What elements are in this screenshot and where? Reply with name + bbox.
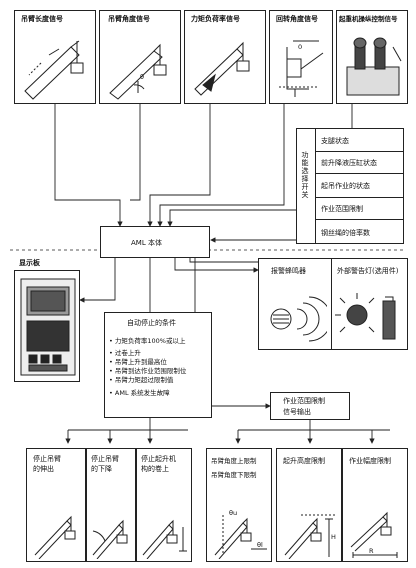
output-stop-extend-line2: 的伸出 xyxy=(33,465,54,473)
output-stop-hoist-line2: 构的卷上 xyxy=(141,465,169,473)
output-angle-limit-line1: 吊臂角度上限制 xyxy=(211,457,257,465)
aml-label: AML 本体 xyxy=(131,239,162,247)
output-stop-extend: 停止吊臂 的伸出 xyxy=(26,448,86,562)
height-h-mark: H xyxy=(331,533,336,541)
input-rope-falls: 钢丝绳的倍率数 xyxy=(321,229,370,237)
output-height-limit: 起升高度限制 H xyxy=(276,448,342,562)
radius-r-mark: R xyxy=(369,547,374,555)
auto-stop-item-3: • 吊臂上升到最高位 xyxy=(109,358,167,366)
control-levers-icon xyxy=(346,37,402,96)
sensor-moment-load-label: 力矩负荷率信号 xyxy=(191,15,240,23)
input-front-cylinder: 前升降液压缸状态 xyxy=(321,159,377,167)
boom-length-icon xyxy=(24,40,84,100)
auto-stop-item-4: • 吊臂到达作业范围限制位 xyxy=(109,367,187,375)
auto-stop-panel: 自动停止的条件 • 力矩负荷率100%或以上 • 过卷上升 • 吊臂上升到最高位… xyxy=(104,312,212,418)
display-device-icon xyxy=(20,278,76,376)
sensor-boom-angle: 吊臂角度信号 θ xyxy=(99,10,181,104)
buzzer-label: 报警蜂鸣器 xyxy=(271,267,306,275)
output-stop-hoist-line1: 停止起升机 xyxy=(141,455,176,463)
alarm-panel: 报警蜂鸣器 外部警告灯(选用件) xyxy=(258,258,408,350)
sensor-boom-angle-label: 吊臂角度信号 xyxy=(108,15,150,23)
sensor-slew-angle-label: 回转角度信号 xyxy=(276,15,318,23)
display-panel: 显示板 xyxy=(14,259,80,382)
work-range-output: 作业范围限制 信号输出 xyxy=(270,392,350,420)
output-stop-lower: 停止吊臂 的下降 xyxy=(86,448,136,562)
input-work-range: 作业范围限制 xyxy=(321,205,363,213)
auto-stop-item-2: • 过卷上升 xyxy=(109,349,141,357)
sensor-crane-control-label: 起重机操纵控制信号 xyxy=(339,15,398,23)
buzzer-icon xyxy=(270,296,327,342)
theta-upper-mark: θu xyxy=(229,509,238,517)
output-radius-limit: 作业幅度限制 R xyxy=(342,448,408,562)
auto-stop-item-5: • 吊臂力矩超过限制值 xyxy=(109,376,174,384)
sensor-boom-length-label: 吊臂长度信号 xyxy=(21,15,63,23)
slew-zero-mark: 0 xyxy=(298,43,303,51)
angle-limit-icon xyxy=(214,515,267,559)
moment-load-icon xyxy=(194,41,250,96)
input-lift-state: 起吊作业的状态 xyxy=(321,182,370,190)
sensor-crane-control: 起重机操纵控制信号 xyxy=(336,10,408,104)
auto-stop-title: 自动停止的条件 xyxy=(127,319,176,327)
sensor-moment-load: 力矩负荷率信号 xyxy=(184,10,266,104)
output-angle-limit-line2: 吊臂角度下限制 xyxy=(211,471,257,479)
height-limit-icon xyxy=(284,514,337,559)
inputs-panel-title: 功能选择开关 xyxy=(301,151,309,199)
radius-limit-icon xyxy=(350,511,398,558)
work-range-line1: 作业范围限制 xyxy=(283,397,325,405)
display-title: 显示板 xyxy=(19,259,40,267)
output-stop-hoist: 停止起升机 构的卷上 xyxy=(136,448,192,562)
sensor-slew-angle: 回转角度信号 0 xyxy=(269,10,333,104)
theta-lower-mark: θl xyxy=(257,541,263,549)
output-height-limit-line1: 起升高度限制 xyxy=(283,457,325,465)
auto-stop-item-1: • 力矩负荷率100%或以上 xyxy=(109,337,186,345)
input-outrigger: 支腿状态 xyxy=(321,137,349,145)
auto-stop-item-6: • AML 系统发生故障 xyxy=(109,389,170,397)
boom-angle-icon xyxy=(109,43,167,100)
inputs-panel: 功能选择开关 支腿状态 前升降液压缸状态 起吊作业的状态 作业范围限制 钢丝绳的… xyxy=(296,128,404,244)
aml-body: AML 本体 xyxy=(100,226,210,258)
output-stop-extend-line1: 停止吊臂 xyxy=(33,455,61,463)
hoist-icon xyxy=(142,519,187,559)
boom-extend-icon xyxy=(34,515,76,559)
sensor-boom-length: 吊臂长度信号 xyxy=(14,10,96,104)
angle-theta-mark: θ xyxy=(140,73,144,81)
output-stop-lower-line1: 停止吊臂 xyxy=(91,455,119,463)
warning-lamp-icon xyxy=(335,293,396,340)
output-radius-limit-line1: 作业幅度限制 xyxy=(349,457,391,465)
output-stop-lower-line2: 的下降 xyxy=(91,465,112,473)
slew-angle-icon xyxy=(279,40,324,97)
boom-lower-icon xyxy=(92,519,128,559)
work-range-line2: 信号输出 xyxy=(283,408,311,416)
lamp-label: 外部警告灯(选用件) xyxy=(337,267,399,275)
output-angle-limit: 吊臂角度上限制 吊臂角度下限制 θu θl xyxy=(206,448,272,562)
